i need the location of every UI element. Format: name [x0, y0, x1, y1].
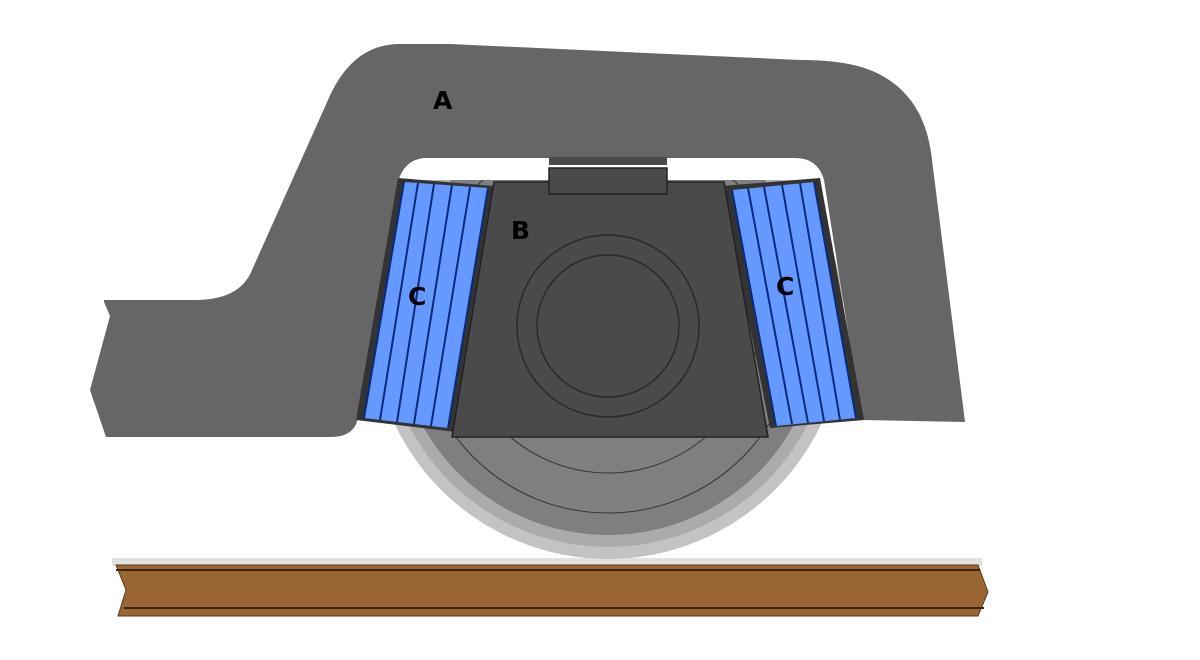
rail-top-shadow: [112, 558, 982, 566]
label-spring-right: C: [776, 272, 794, 301]
spring-left-body: [364, 182, 488, 428]
axle-box-body: [451, 181, 769, 438]
rail: [112, 558, 989, 617]
frame-top-plate: [549, 157, 667, 165]
rail-body: [115, 564, 989, 617]
spring-left: [356, 178, 494, 432]
spring-left-lines: [363, 181, 489, 429]
frame: [90, 44, 965, 437]
axle-bearing-outer: [516, 234, 700, 418]
spring-right: [722, 178, 864, 428]
axle-box: [451, 167, 769, 438]
axle-box-top-block: [548, 167, 668, 195]
label-spring-left: C: [408, 282, 426, 311]
label-frame: A: [433, 86, 453, 115]
axle-bearing-inner: [536, 254, 680, 398]
spring-right-lines: [731, 181, 857, 427]
label-axle-box: B: [511, 216, 530, 245]
spring-right-body: [732, 182, 856, 426]
